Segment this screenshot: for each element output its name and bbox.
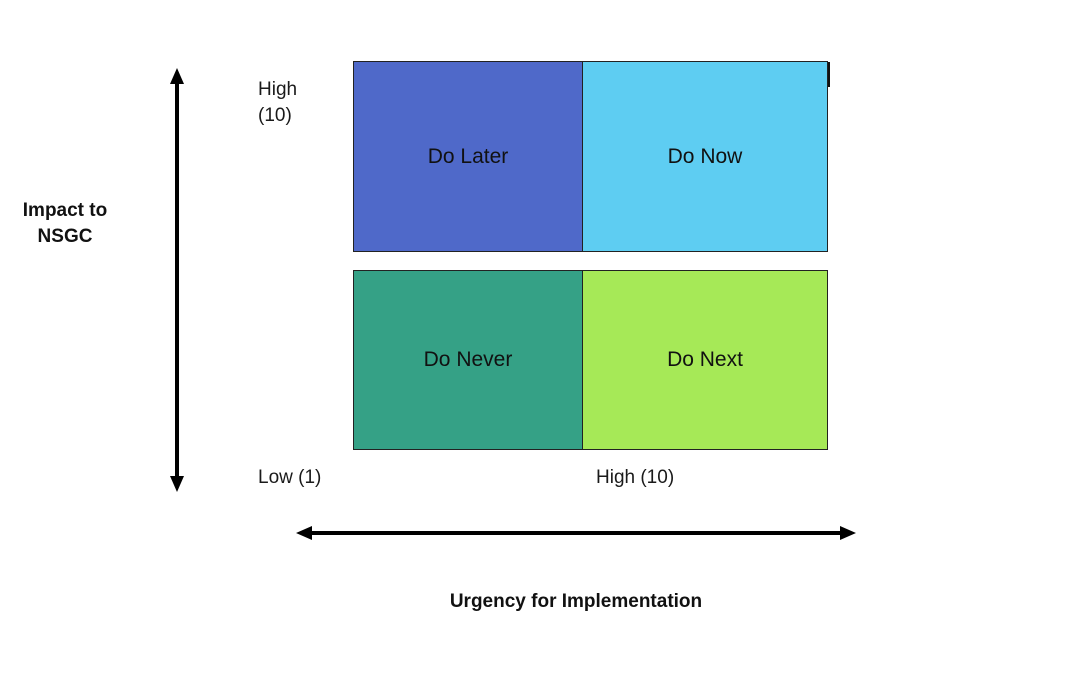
quadrant-do-never: Do Never xyxy=(353,270,583,450)
y-axis-high-label: High (10) xyxy=(258,79,298,126)
quadrant-do-next: Do Next xyxy=(582,270,828,450)
x-axis-high-label: High (10) xyxy=(596,467,675,488)
x-axis-title: Urgency for Implementation xyxy=(449,591,703,612)
vertical-axis-arrow xyxy=(170,68,184,492)
quadrant-label: Do Never xyxy=(423,348,513,371)
edge-mark xyxy=(828,62,830,87)
quadrant-do-later: Do Later xyxy=(353,61,583,252)
axis-low-label: Low (1) xyxy=(258,467,322,488)
quadrant-label: Do Later xyxy=(427,144,509,168)
y-axis-title: Impact to NSGC xyxy=(22,200,108,247)
quadrant-do-now: Do Now xyxy=(582,61,828,252)
quadrant-label: Do Now xyxy=(667,144,743,168)
horizontal-axis-arrow xyxy=(296,526,856,540)
quadrant-label: Do Next xyxy=(667,348,743,371)
